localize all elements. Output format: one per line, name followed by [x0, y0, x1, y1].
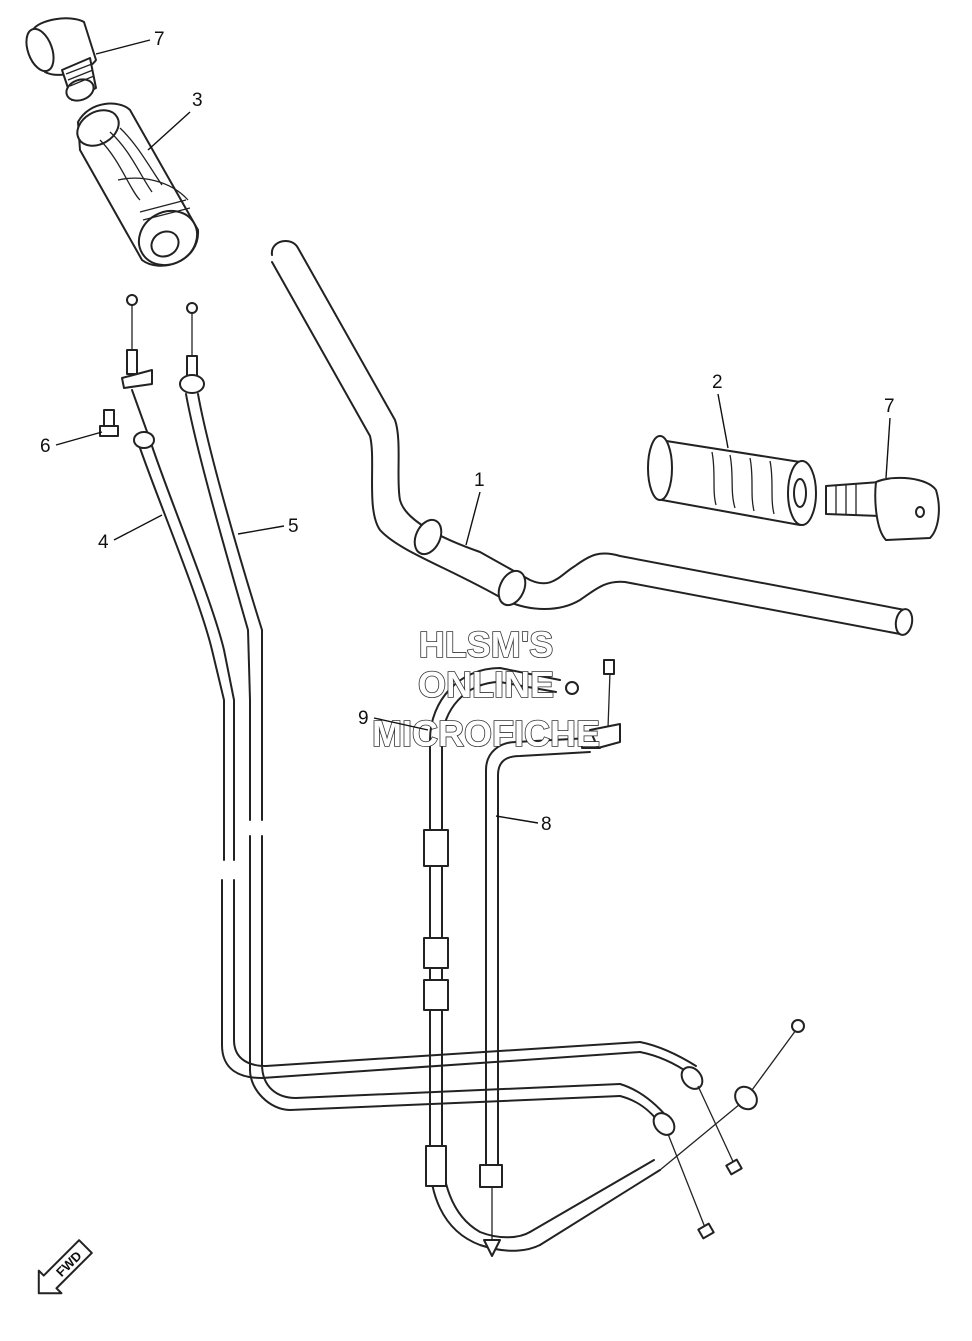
clutch-cable [423, 667, 805, 1252]
callout-3: 3 [147, 90, 203, 151]
watermark: HLSM'S ONLINE MICROFICHE [371, 623, 601, 755]
callout-7b-label: 7 [884, 396, 895, 417]
throttle-cable-ends [619, 1041, 743, 1240]
grip-end-weight-right [825, 476, 940, 541]
callout-6: 6 [40, 431, 103, 457]
callout-1: 1 [465, 470, 485, 546]
throttle-cable-pull [121, 294, 641, 1079]
callout-4: 4 [98, 514, 163, 553]
callout-9: 9 [358, 708, 429, 731]
callout-9-label: 9 [358, 708, 369, 729]
right-handlebar-grip [647, 435, 817, 526]
throttle-cable-return [179, 302, 621, 1111]
callout-3-label: 3 [192, 90, 203, 111]
callout-1-label: 1 [474, 470, 485, 491]
callout-2: 2 [712, 372, 729, 449]
fwd-arrow-icon: FWD [37, 1239, 93, 1295]
callout-8-label: 8 [541, 814, 552, 835]
callout-4-label: 4 [98, 532, 109, 553]
callout-7a-label: 7 [154, 29, 165, 50]
watermark-line3: MICROFICHE [372, 713, 600, 754]
grip-end-weight-left [25, 17, 97, 102]
callout-7a: 7 [95, 29, 165, 55]
left-handlebar-grip [76, 102, 200, 267]
callout-5-label: 5 [288, 516, 299, 537]
watermark-line2: ONLINE [418, 664, 554, 705]
watermark-line1: HLSM'S [419, 624, 554, 665]
handlebar [270, 239, 914, 636]
callout-2-label: 2 [712, 372, 723, 393]
callout-6-label: 6 [40, 436, 51, 457]
callout-7b: 7 [884, 396, 895, 479]
callout-5: 5 [237, 516, 299, 537]
clutch-inner-cable [479, 659, 621, 1257]
screw [99, 409, 119, 437]
callout-8: 8 [495, 814, 552, 835]
